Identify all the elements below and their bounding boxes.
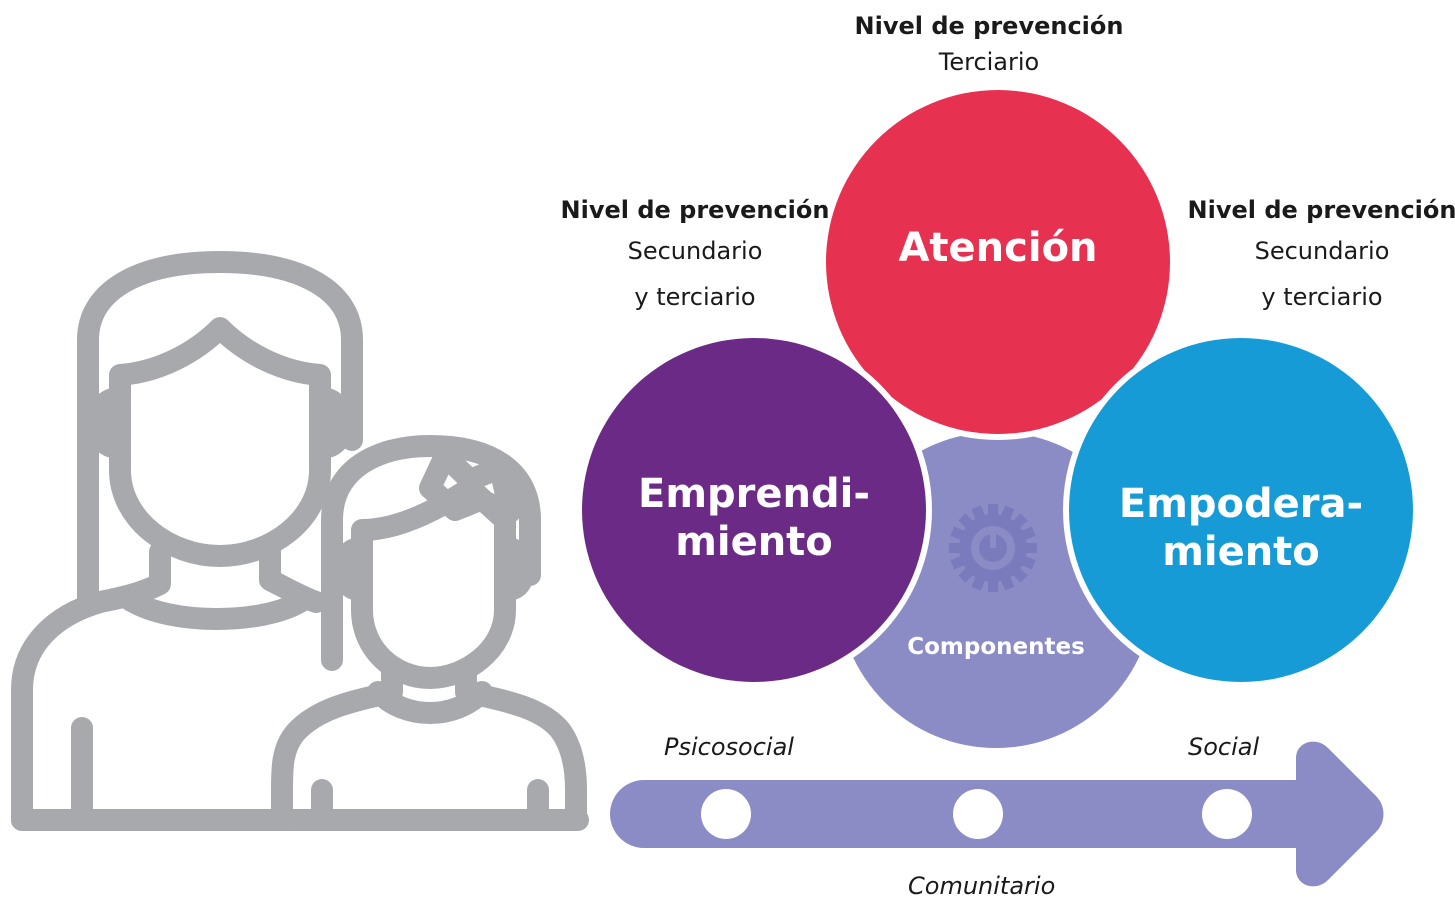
level-left: Nivel de prevención Secundario y terciar… — [545, 192, 845, 320]
mother-left-ear — [87, 387, 131, 459]
level-left-title: Nivel de prevención — [560, 196, 830, 224]
mother-face — [109, 317, 331, 567]
emprendimiento-label: Emprendi- miento — [594, 470, 914, 566]
level-top: Nivel de prevención Terciario — [839, 8, 1139, 80]
mother-daughter-icon — [11, 251, 589, 831]
arrow-dot-middle — [953, 789, 1003, 839]
mother-neck-right — [259, 541, 327, 613]
arrow-dot-left — [701, 789, 751, 839]
daughter-face — [351, 477, 516, 689]
empoderamiento-label: Empodera- miento — [1076, 480, 1406, 576]
componentes-label: Componentes — [907, 634, 1085, 660]
emprendimiento-label-line2: miento — [675, 519, 833, 565]
level-left-line2: y terciario — [634, 283, 756, 311]
empoderamiento-fill — [1069, 338, 1413, 682]
atencion-label: Atención — [898, 225, 1098, 271]
axis-left-label: Psicosocial — [664, 733, 794, 761]
daughter-right-ear — [494, 537, 534, 601]
axis-right-label: Social — [1188, 733, 1260, 761]
empoderamiento-label-line2: miento — [1162, 529, 1320, 575]
gear-icon — [949, 504, 1037, 592]
daughter-bow — [419, 445, 521, 523]
level-right-title: Nivel de prevención — [1187, 196, 1455, 224]
daughter-neck-right — [455, 659, 587, 831]
mother-right-ear — [309, 387, 353, 459]
atencion-fill — [826, 90, 1170, 434]
daughter-hair — [321, 435, 541, 671]
level-right-line1: Secundario — [1254, 237, 1390, 265]
mother-hair — [77, 251, 363, 617]
level-left-line1: Secundario — [627, 237, 763, 265]
mother-shoulder-left — [11, 591, 111, 831]
level-right: Nivel de prevención Secundario y terciar… — [1172, 192, 1455, 320]
arrow-dot-right — [1202, 789, 1252, 839]
emprendimiento-fill — [582, 338, 926, 682]
level-top-title: Nivel de prevención — [854, 12, 1124, 40]
axis-bottom-label: Comunitario — [908, 872, 1056, 900]
daughter-left-ear — [333, 537, 373, 601]
mother-collar — [119, 589, 311, 630]
level-right-line2: y terciario — [1261, 283, 1383, 311]
progression-arrow — [610, 741, 1384, 887]
level-top-line1: Terciario — [938, 48, 1040, 76]
emprendimiento-label-line1: Emprendi- — [638, 471, 870, 517]
empoderamiento-label-line1: Empodera- — [1118, 481, 1364, 527]
